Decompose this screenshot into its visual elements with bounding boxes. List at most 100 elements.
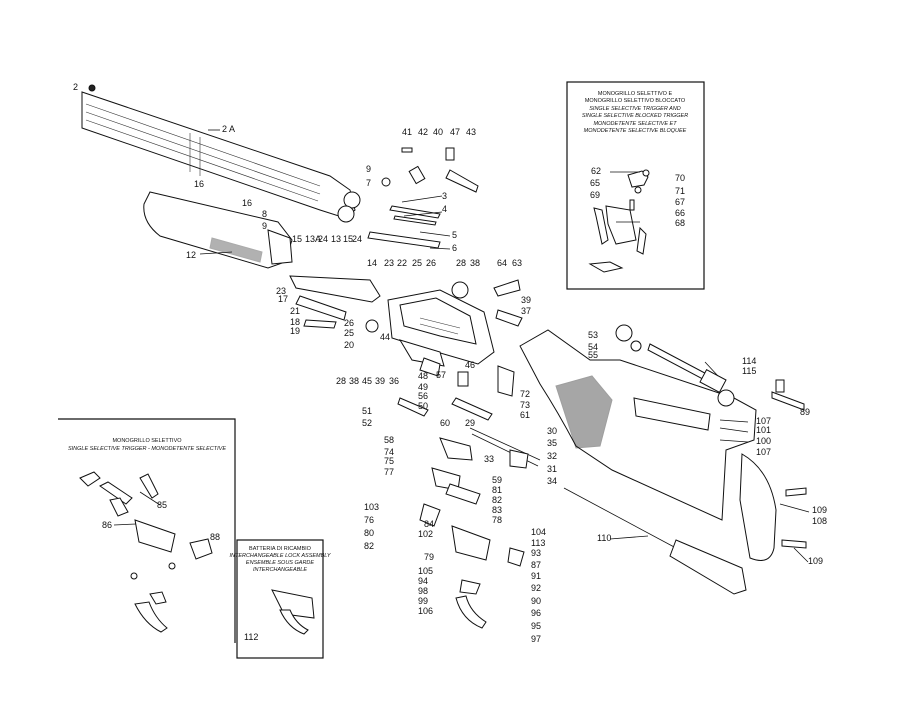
part-number-label: 43 [466, 127, 476, 137]
inset-box [58, 418, 236, 643]
trigger-group-part [605, 205, 637, 245]
part-number-label: 104 [531, 527, 546, 537]
part-number-label: 30 [547, 426, 557, 436]
part-number-label: 8 [262, 209, 267, 219]
lever-part [109, 497, 129, 517]
lever-part [139, 473, 159, 499]
part-number-label: 87 [531, 560, 541, 570]
part-number-label: 28 [456, 258, 466, 268]
part-number-label: 109 [812, 505, 827, 515]
lever-part [149, 591, 167, 605]
part-number-label: 100 [756, 436, 771, 446]
part-number-label: 50 [418, 401, 428, 411]
part-number-label: 12 [186, 250, 196, 260]
part-number-label: 18 [290, 317, 300, 327]
part-number-label: 64 [497, 258, 507, 268]
part-number-label: 106 [418, 606, 433, 616]
lever-part [493, 279, 521, 297]
part-number-label: 96 [531, 608, 541, 618]
part-number-label: 63 [512, 258, 522, 268]
washer-part [630, 340, 642, 352]
receiver [365, 289, 495, 365]
lever-part [419, 357, 441, 377]
part-number-label: 70 [675, 173, 685, 183]
part-number-label: 48 [418, 371, 428, 381]
trigger-guard-part [455, 595, 487, 629]
part-number-label: 22 [397, 258, 407, 268]
part-number-label: 89 [800, 407, 810, 417]
part-number-label: 51 [362, 406, 372, 416]
lever-part [495, 309, 523, 327]
forend-wood [143, 191, 293, 269]
part-number-label: 73 [520, 400, 530, 410]
trigger-group-part [593, 207, 609, 245]
forend-checkering [209, 237, 263, 263]
lever-part [439, 437, 473, 461]
pin-part [642, 169, 650, 177]
lever-part [295, 295, 347, 321]
part-number-label: 90 [531, 596, 541, 606]
lever-part [367, 231, 441, 249]
top-parts [289, 147, 523, 329]
screw-part [781, 539, 807, 549]
lever-part [79, 471, 101, 487]
part-number-label: 66 [675, 208, 685, 218]
part-number-label: 15 [292, 234, 302, 244]
part-number-label: 99 [418, 596, 428, 606]
pin-part [168, 562, 176, 570]
pin-part [401, 147, 413, 153]
part-number-label: 46 [465, 360, 475, 370]
part-number-label: 25 [344, 328, 354, 338]
part-number-label: 93 [531, 548, 541, 558]
part-number-label: 55 [588, 350, 598, 360]
lever-part [289, 275, 381, 303]
screwdriver [563, 487, 747, 595]
part-number-label: 49 [418, 382, 428, 392]
part-number-label: 23 [384, 258, 394, 268]
part-number-label: 78 [492, 515, 502, 525]
firing-pin-bushing [451, 281, 469, 299]
inset-title: ENSEMBLE SOUS GARDE [246, 560, 314, 566]
lever-part [459, 579, 481, 595]
part-number-label: 110 [597, 533, 611, 543]
recoil-pad [739, 453, 777, 561]
spring-part [398, 339, 445, 367]
part-number-label: 14 [367, 258, 377, 268]
part-number-label: 75 [384, 456, 394, 466]
part-number-label: 60 [440, 418, 450, 428]
forend-iron [267, 229, 293, 265]
top-lever-part [445, 169, 479, 193]
part-number-label: 103 [364, 502, 379, 512]
trigger-part [189, 538, 213, 560]
part-number-label: 29 [465, 418, 475, 428]
washer-part [615, 324, 633, 342]
inset-selective-trigger: MONOGRILLO SELETTIVO SINGLE SELECTIVE TR… [58, 418, 236, 643]
inset-title: MONOGRILLO SELETTIVO [112, 438, 182, 444]
part-number-label: 91 [531, 571, 541, 581]
screwdriver-handle [669, 539, 747, 595]
trigger-mechanism-part [134, 519, 176, 553]
part-number-label: 19 [290, 326, 300, 336]
part-number-label: 4 [442, 204, 447, 214]
stock-wood [519, 329, 757, 521]
part-number-label: 6 [452, 243, 457, 253]
part-number-label: 13 [331, 234, 341, 244]
part-number-label: 31 [547, 464, 557, 474]
screw-part [785, 487, 807, 497]
barrels [81, 84, 361, 223]
part-number-label: 36 [389, 376, 399, 386]
grip-checkering [555, 375, 613, 449]
part-number-label: 52 [362, 418, 372, 428]
part-number-label: 85 [157, 500, 167, 510]
pin-part [445, 147, 455, 161]
stock-bolt-plate [633, 397, 711, 431]
tool-part [771, 391, 805, 411]
part-number-label: 80 [364, 528, 374, 538]
pin-part [393, 215, 437, 226]
inset-box [566, 81, 705, 290]
part-number-label: 107 [756, 447, 771, 457]
part-number-label: 61 [520, 410, 530, 420]
inset-box [236, 539, 324, 659]
part-number-label: 88 [210, 532, 220, 542]
